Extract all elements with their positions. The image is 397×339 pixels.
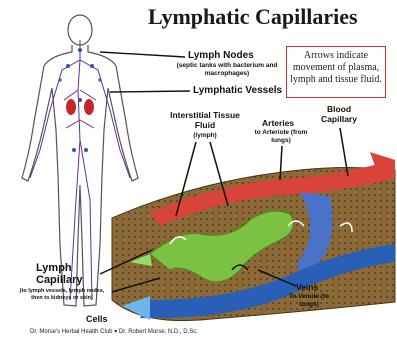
footer-separator: ▾ [114,329,117,335]
label-interstitial-fluid: Interstitial Tissue Fluid [170,110,240,130]
label-lymph-capillary: Lymph Capillary [36,262,104,286]
footer-author: Dr. Robert Morse, N.D., D.Sc. [119,329,198,335]
label-blood-capillary: Blood Capillary [316,104,362,124]
label-lymph-nodes-sub: (septic tanks with bacterium and macroph… [172,62,282,77]
pointer-line-lymphatic-vessels [110,91,190,92]
label-veins: Veins [296,282,318,292]
label-interstitial-sub: (lymph) [180,132,230,140]
label-arteries-sub: to Arteriole (from lungs) [250,129,312,144]
footer-club-name: Dr. Morse's Herbal Health Club [30,329,113,335]
label-lymphatic-vessels: Lymphatic Vessels [193,85,282,96]
label-lymph-capillary-sub: (to lymph vessels, lymph nodes, then to … [14,288,110,301]
pointer-line-lymph-nodes [100,52,185,57]
tissue-cross-section [112,152,395,321]
label-veins-sub: To Venule (to lungs) [286,293,332,308]
label-cells: Cells [86,314,108,324]
label-arteries: Arteries [262,118,294,128]
footer-credit: Dr. Morse's Herbal Health Club ▾ Dr. Rob… [30,328,198,335]
label-lymph-nodes: Lymph Nodes [188,50,254,61]
